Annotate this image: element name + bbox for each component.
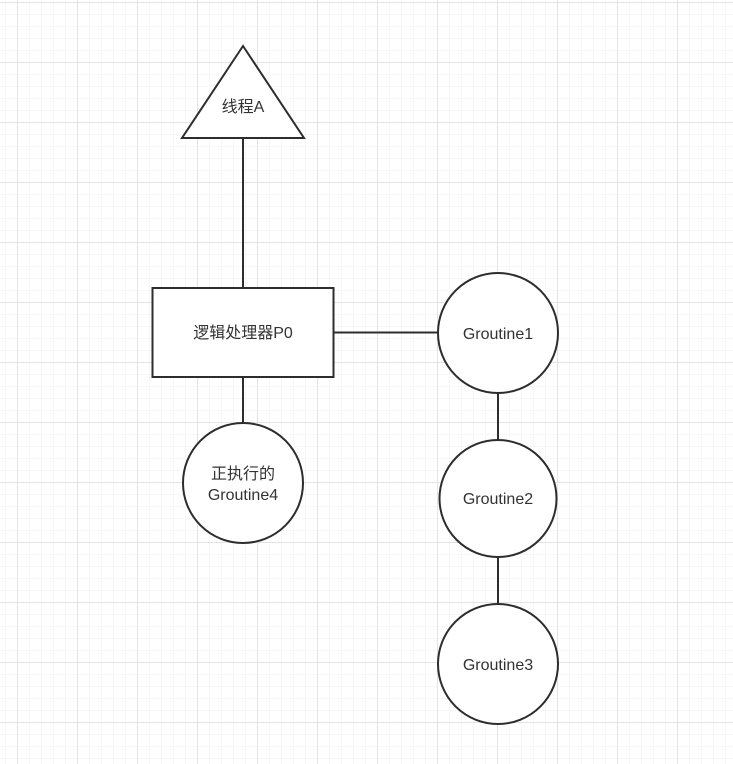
node-groutine1-label: Groutine1 — [463, 326, 533, 343]
circle-shape[interactable] — [437, 272, 559, 394]
node-groutine4-label-line1: 正执行的 — [211, 465, 275, 483]
node-groutine3-label: Groutine3 — [463, 657, 533, 674]
node-groutine2-label: Groutine2 — [463, 491, 533, 508]
circle-shape[interactable] — [438, 439, 558, 558]
node-processor-p0-label: 逻辑处理器P0 — [193, 324, 293, 342]
rectangle-shape[interactable] — [151, 287, 335, 378]
node-processor-p0[interactable]: 逻辑处理器P0 — [151, 287, 335, 378]
node-groutine4[interactable]: 正执行的 Groutine4 — [182, 422, 304, 544]
node-thread-a[interactable]: 线程A — [180, 44, 306, 139]
node-groutine2[interactable]: Groutine2 — [438, 439, 558, 558]
circle-shape[interactable] — [182, 422, 304, 544]
node-thread-a-label: 线程A — [222, 98, 265, 116]
node-groutine3[interactable]: Groutine3 — [437, 603, 559, 725]
node-groutine1[interactable]: Groutine1 — [437, 272, 559, 394]
node-groutine4-label-line2: Groutine4 — [208, 487, 278, 504]
circle-shape[interactable] — [437, 603, 559, 725]
triangle-shape[interactable] — [180, 44, 306, 139]
